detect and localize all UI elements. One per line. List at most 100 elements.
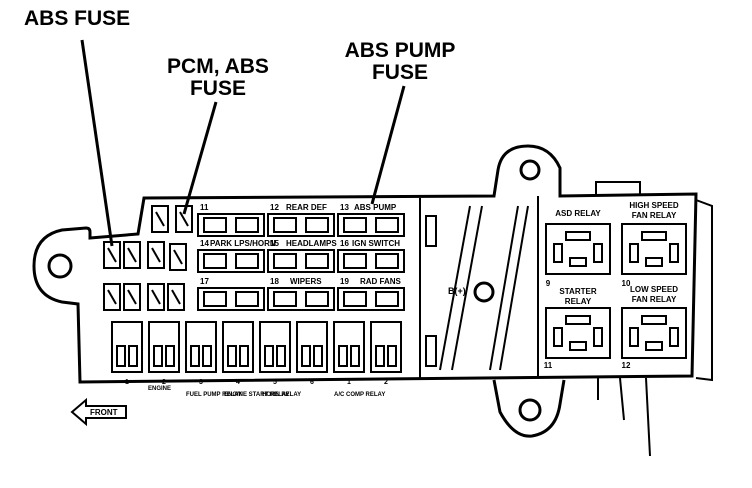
bottom-socket-number-1: 1 — [125, 379, 129, 386]
slot-number-12: 12 — [270, 203, 279, 212]
relay-label-high-speed-1: HIGH SPEED — [629, 201, 679, 210]
small-fuse-mark-6 — [151, 289, 161, 305]
relay-label-low-speed-1: LOW SPEED — [630, 285, 678, 294]
relay-socket-1-terminal-top — [565, 231, 591, 241]
maxi-fuse-9-right-blade — [375, 291, 399, 307]
small-fuse-mark-8 — [155, 211, 165, 227]
b-plus-stud — [473, 281, 495, 303]
maxi-fuse-4-left-blade — [203, 253, 227, 269]
fuse-label-rear-def: REAR DEF — [286, 203, 327, 212]
bottom-relay-label-fuel-pump: FUEL PUMP RELAY — [186, 392, 242, 398]
relay-socket-1-terminal-bottom — [569, 257, 587, 267]
center-hatching — [425, 205, 529, 371]
relay-number-11: 11 — [544, 361, 553, 370]
bottom-socket-number-5: 5 — [273, 379, 277, 386]
relay-socket-4-terminal-left — [629, 327, 639, 347]
bottom-socket-3-terminal-a — [190, 345, 200, 367]
fuse-label-park-lps: PARK LPS/HORN — [210, 239, 276, 248]
maxi-fuse-7-left-blade — [203, 291, 227, 307]
pcm-abs-fuse-callout-line1: PCM, ABS — [167, 55, 269, 78]
b-plus-label: B(+) — [448, 286, 466, 296]
maxi-fuse-3-left-blade — [343, 217, 367, 233]
relay-socket-3-terminal-bottom — [569, 341, 587, 351]
small-fuse-mark-7 — [171, 289, 181, 305]
small-fuse-group — [103, 205, 193, 311]
pcm-abs-fuse-callout-line2: FUSE — [189, 77, 246, 100]
small-fuse-mark-4 — [107, 289, 117, 305]
bottom-socket-3-terminal-b — [202, 345, 212, 367]
maxi-fuse-1-right-blade — [235, 217, 259, 233]
bottom-socket-1-terminal-a — [116, 345, 126, 367]
maxi-fuse-1-left-blade — [203, 217, 227, 233]
maxi-fuse-8-left-blade — [273, 291, 297, 307]
abs-pump-fuse-callout-line2: FUSE — [371, 61, 428, 84]
bottom-socket-6-terminal-b — [313, 345, 323, 367]
fuse-labels: REAR DEF ABS PUMP PARK LPS/HORN HEADLAMP… — [200, 203, 402, 286]
slot-number-17: 17 — [200, 277, 209, 286]
slot-number-15: 15 — [270, 239, 279, 248]
bottom-relay-label-engine: ENGINE — [148, 386, 171, 392]
relay-socket-3-terminal-left — [553, 327, 563, 347]
relay-label-starter-2: RELAY — [565, 297, 592, 306]
bottom-relay-label-engine-start: ENGINE START RELAY — [224, 392, 290, 398]
maxi-fuse-8-right-blade — [305, 291, 329, 307]
slot-number-16: 16 — [340, 239, 349, 248]
fuse-label-abs-pump: ABS PUMP — [354, 203, 397, 212]
bottom-socket-7-terminal-a — [338, 345, 348, 367]
bottom-socket-4-terminal-a — [227, 345, 237, 367]
bottom-socket-2-terminal-b — [165, 345, 175, 367]
maxi-fuse-6-right-blade — [375, 253, 399, 269]
maxi-fuse-4-right-blade — [235, 253, 259, 269]
slot-number-11: 11 — [200, 203, 209, 212]
bottom-socket-number-6: 6 — [310, 379, 314, 386]
bottom-socket-5-terminal-a — [264, 345, 274, 367]
small-fuse-mark-3 — [151, 247, 161, 263]
relay-number-9: 9 — [546, 279, 551, 288]
relay-socket-2-terminal-right — [669, 243, 679, 263]
bottom-relay-label-horn: HORN RELAY — [262, 392, 301, 398]
relay-socket-1-terminal-left — [553, 243, 563, 263]
maxi-fuse-2-left-blade — [273, 217, 297, 233]
relay-labels: ASD RELAY HIGH SPEED FAN RELAY STARTER R… — [544, 201, 679, 370]
small-fuse-mark-9 — [179, 211, 189, 227]
abs-pump-fuse-leader — [370, 85, 406, 205]
relay-socket-4-terminal-bottom — [645, 341, 663, 351]
relay-number-12: 12 — [622, 361, 631, 370]
right-relay-group — [545, 223, 687, 359]
maxi-fuse-6-left-blade — [343, 253, 367, 269]
abs-fuse-callout-text: ABS FUSE — [24, 7, 131, 30]
bottom-socket-8-terminal-a — [375, 345, 385, 367]
maxi-fuse-group — [197, 213, 405, 311]
relay-label-asd: ASD RELAY — [555, 209, 601, 218]
maxi-fuse-7-right-blade — [235, 291, 259, 307]
maxi-fuse-9-left-blade — [343, 291, 367, 307]
maxi-fuse-3-right-blade — [375, 217, 399, 233]
bottom-relay-label-ac-comp: A/C COMP RELAY — [334, 392, 385, 398]
callout-leaders — [80, 39, 406, 247]
relay-socket-3-terminal-top — [565, 315, 591, 325]
slot-number-19: 19 — [340, 277, 349, 286]
bottom-labels: ENGINE FUEL PUMP RELAY ENGINE START RELA… — [148, 386, 385, 398]
bottom-socket-4-terminal-b — [239, 345, 249, 367]
relay-socket-2-terminal-bottom — [645, 257, 663, 267]
bottom-socket-number-3: 3 — [199, 379, 203, 386]
fuse-label-ign-switch: IGN SWITCH — [352, 239, 400, 248]
small-fuse-mark-5 — [127, 289, 137, 305]
fuse-label-headlamps: HEADLAMPS — [286, 239, 337, 248]
small-fuse-mark-10 — [173, 249, 183, 265]
abs-pump-fuse-callout-line1: ABS PUMP — [344, 39, 456, 62]
maxi-fuse-2-right-blade — [305, 217, 329, 233]
maxi-fuse-5-right-blade — [305, 253, 329, 269]
pcm-abs-fuse-leader — [182, 101, 218, 215]
bottom-socket-8-terminal-b — [387, 345, 397, 367]
small-fuse-mark-2 — [127, 247, 137, 263]
slot-number-13: 13 — [340, 203, 349, 212]
bottom-socket-6-terminal-a — [301, 345, 311, 367]
bottom-socket-1-terminal-b — [128, 345, 138, 367]
relay-socket-2-terminal-left — [629, 243, 639, 263]
relay-number-10: 10 — [622, 279, 631, 288]
bottom-socket-number-8: 2 — [384, 379, 388, 386]
abs-pump-fuse-callout: ABS PUMP FUSE — [340, 40, 460, 84]
relay-label-high-speed-2: FAN RELAY — [632, 211, 677, 220]
